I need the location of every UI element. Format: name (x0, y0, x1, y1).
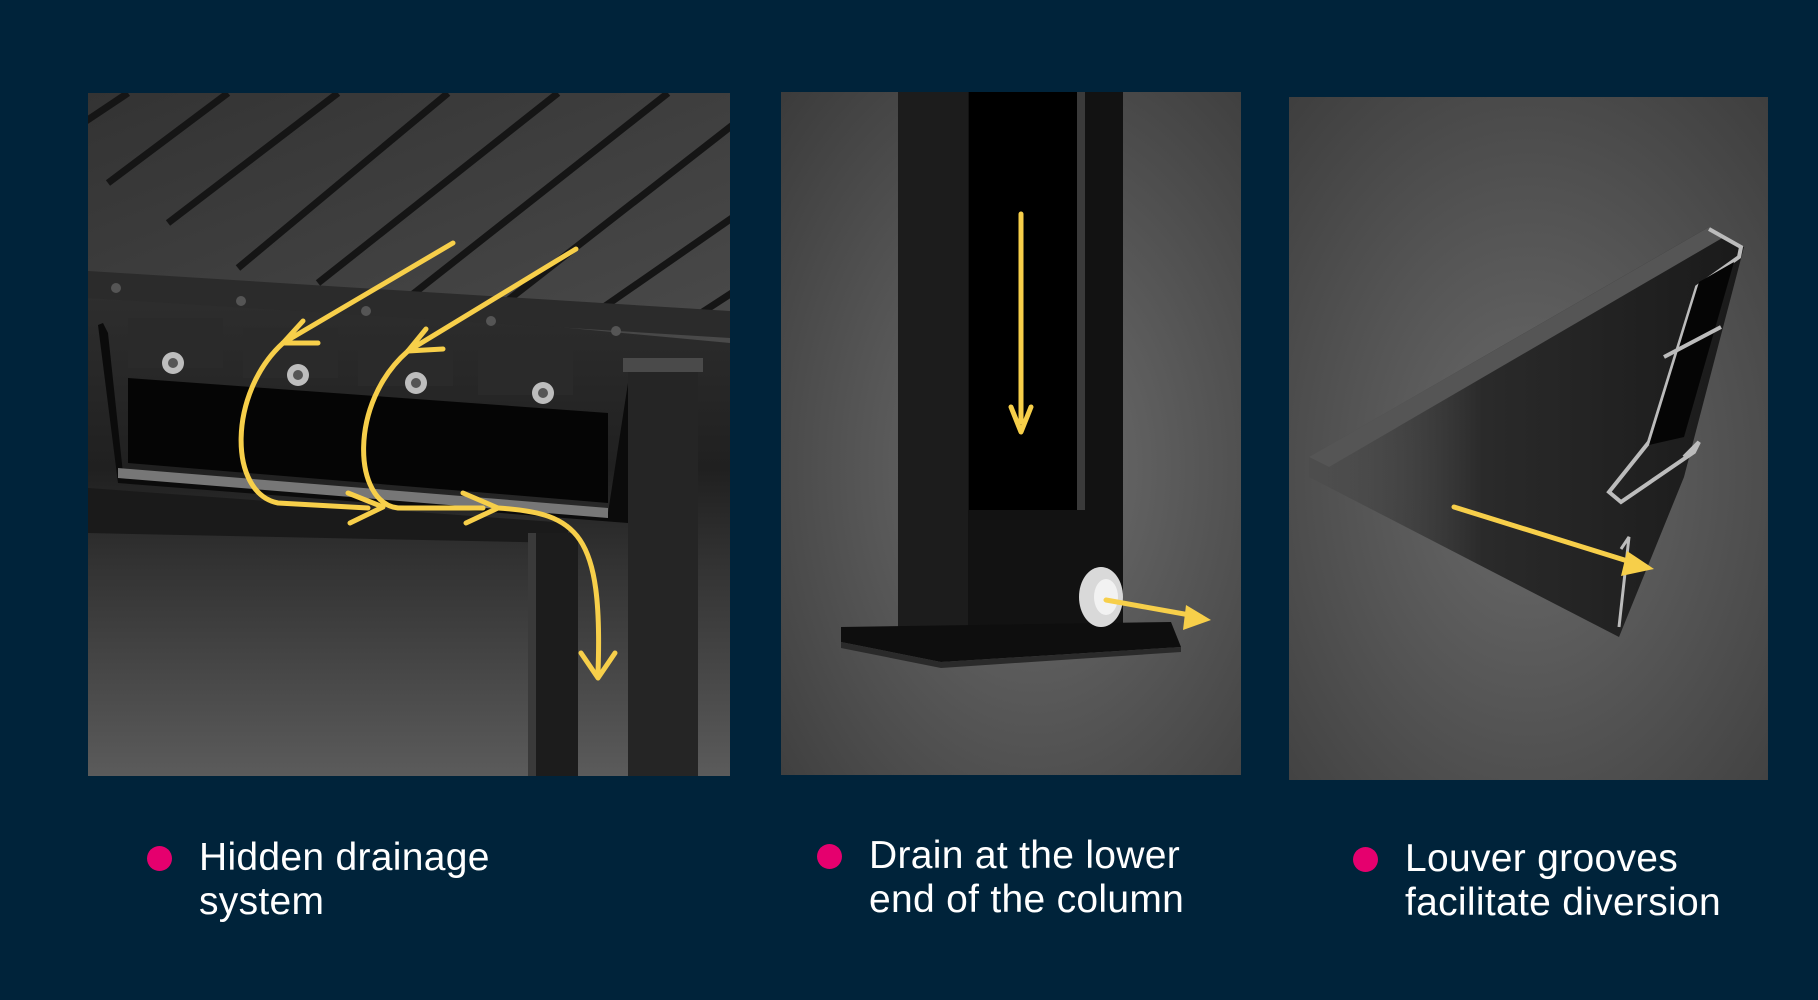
caption-column-drain: Drain at the lower end of the column (817, 834, 1257, 934)
caption-hidden-drainage-system: Hidden drainage system (147, 836, 707, 923)
caption-text: Hidden drainage system (199, 836, 490, 923)
caption-text: Louver grooves facilitate diversion (1405, 837, 1721, 924)
bullet-dot (817, 844, 842, 869)
caption-louver-grooves: Louver grooves facilitate diversion (1353, 837, 1793, 937)
bullet-dot (1353, 847, 1378, 872)
column-drain-illustration (781, 92, 1241, 775)
roof-drainage-gutter-illustration (88, 93, 730, 776)
louver-profile-illustration (1289, 97, 1768, 780)
bullet-dot (147, 846, 172, 871)
caption-text: Drain at the lower end of the column (869, 834, 1185, 921)
